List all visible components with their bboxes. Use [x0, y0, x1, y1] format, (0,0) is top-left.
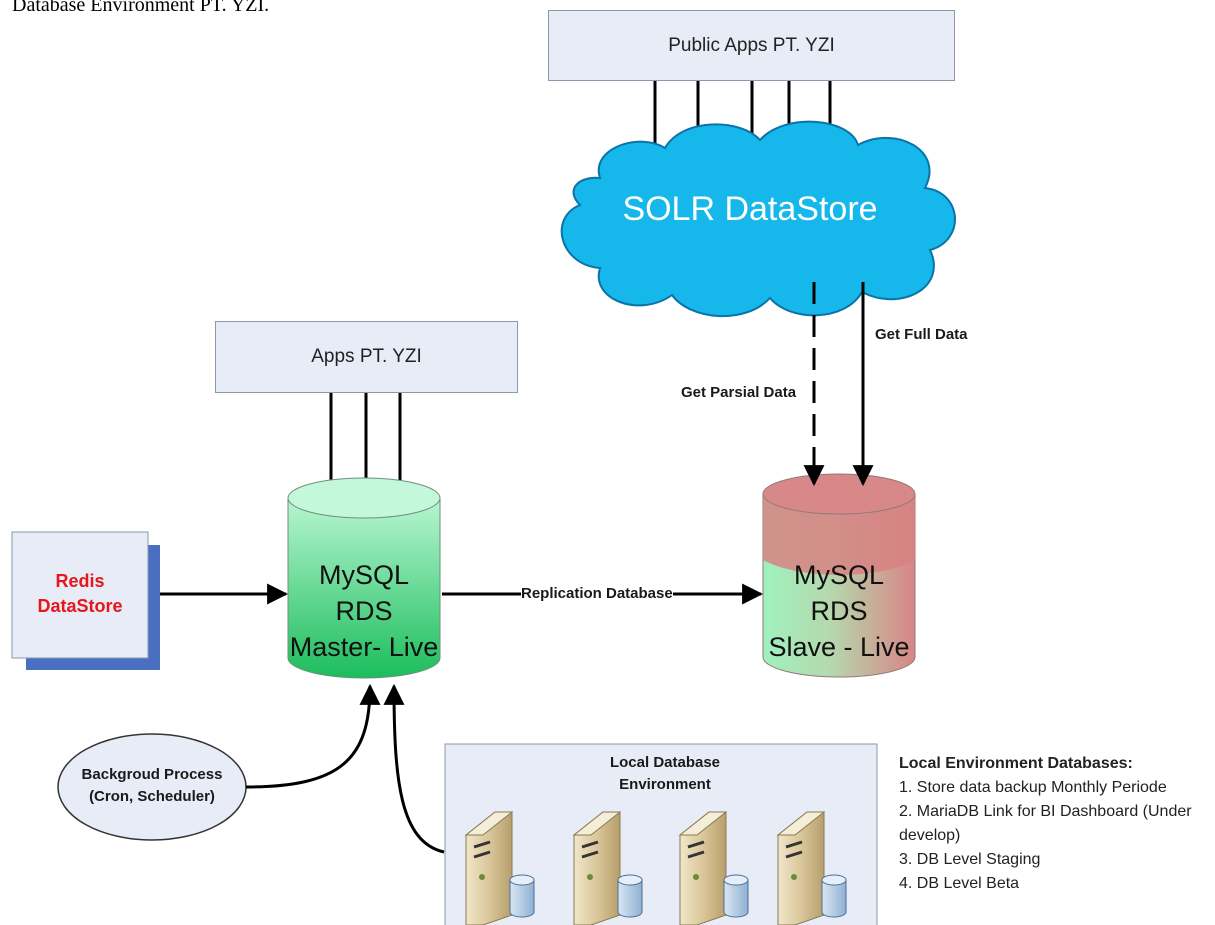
slave-db-cylinder	[762, 473, 916, 678]
server-icon-4	[776, 811, 847, 925]
background-process-label: Backgroud Process (Cron, Scheduler)	[58, 764, 246, 808]
public-apps-box: Public Apps PT. YZI	[548, 10, 955, 81]
page-title: Database Environment PT. YZI.	[12, 0, 270, 16]
notes-item: 2. MariaDB Link for BI Dashboard (Under …	[899, 803, 1192, 844]
apps-links	[329, 393, 402, 487]
background-line1: Backgroud Process	[81, 766, 223, 783]
get-full-label: Get Full Data	[875, 326, 968, 343]
apps-box: Apps PT. YZI	[215, 321, 518, 393]
server-icon-3	[678, 811, 749, 925]
server-icon-1	[464, 811, 535, 925]
redis-line1: Redis	[55, 571, 105, 591]
notes-item: 1. Store data backup Monthly Periode	[899, 779, 1167, 796]
redis-box	[11, 531, 149, 659]
slave-db-label: MySQL RDS Slave - Live	[763, 557, 915, 665]
redis-line2: DataStore	[37, 596, 123, 616]
slave-db-line1: MySQL RDS	[793, 560, 885, 626]
master-db-line2: Master- Live	[289, 632, 439, 662]
solr-label: SOLR DataStore	[622, 190, 878, 228]
redis-label: Redis DataStore	[12, 569, 148, 619]
server-icon-2	[572, 811, 643, 925]
local-env-label: Local Database Environment	[560, 752, 770, 796]
local-env-to-master-arrow	[383, 683, 445, 854]
solr-cloud-shape	[560, 120, 956, 317]
master-db-cylinder	[287, 477, 441, 679]
notes-item: 4. DB Level Beta	[899, 875, 1020, 892]
master-db-label: MySQL RDS Master- Live	[288, 557, 440, 665]
local-env-line2: Environment	[619, 776, 711, 793]
replication-label: Replication Database	[521, 585, 673, 602]
background-to-master-arrow	[245, 683, 381, 789]
get-partial-label: Get Parsial Data	[681, 384, 797, 401]
master-db-line1: MySQL RDS	[318, 560, 410, 626]
notes-item: 3. DB Level Staging	[899, 851, 1041, 868]
local-env-line1: Local Database	[609, 754, 721, 771]
notes-heading: Local Environment Databases:	[899, 755, 1133, 772]
local-env-notes: Local Environment Databases: 1. Store da…	[899, 752, 1215, 896]
apps-label: Apps PT. YZI	[311, 346, 422, 367]
public-apps-label: Public Apps PT. YZI	[668, 34, 835, 56]
slave-db-line2: Slave - Live	[768, 632, 910, 662]
background-line2: (Cron, Scheduler)	[89, 788, 215, 805]
